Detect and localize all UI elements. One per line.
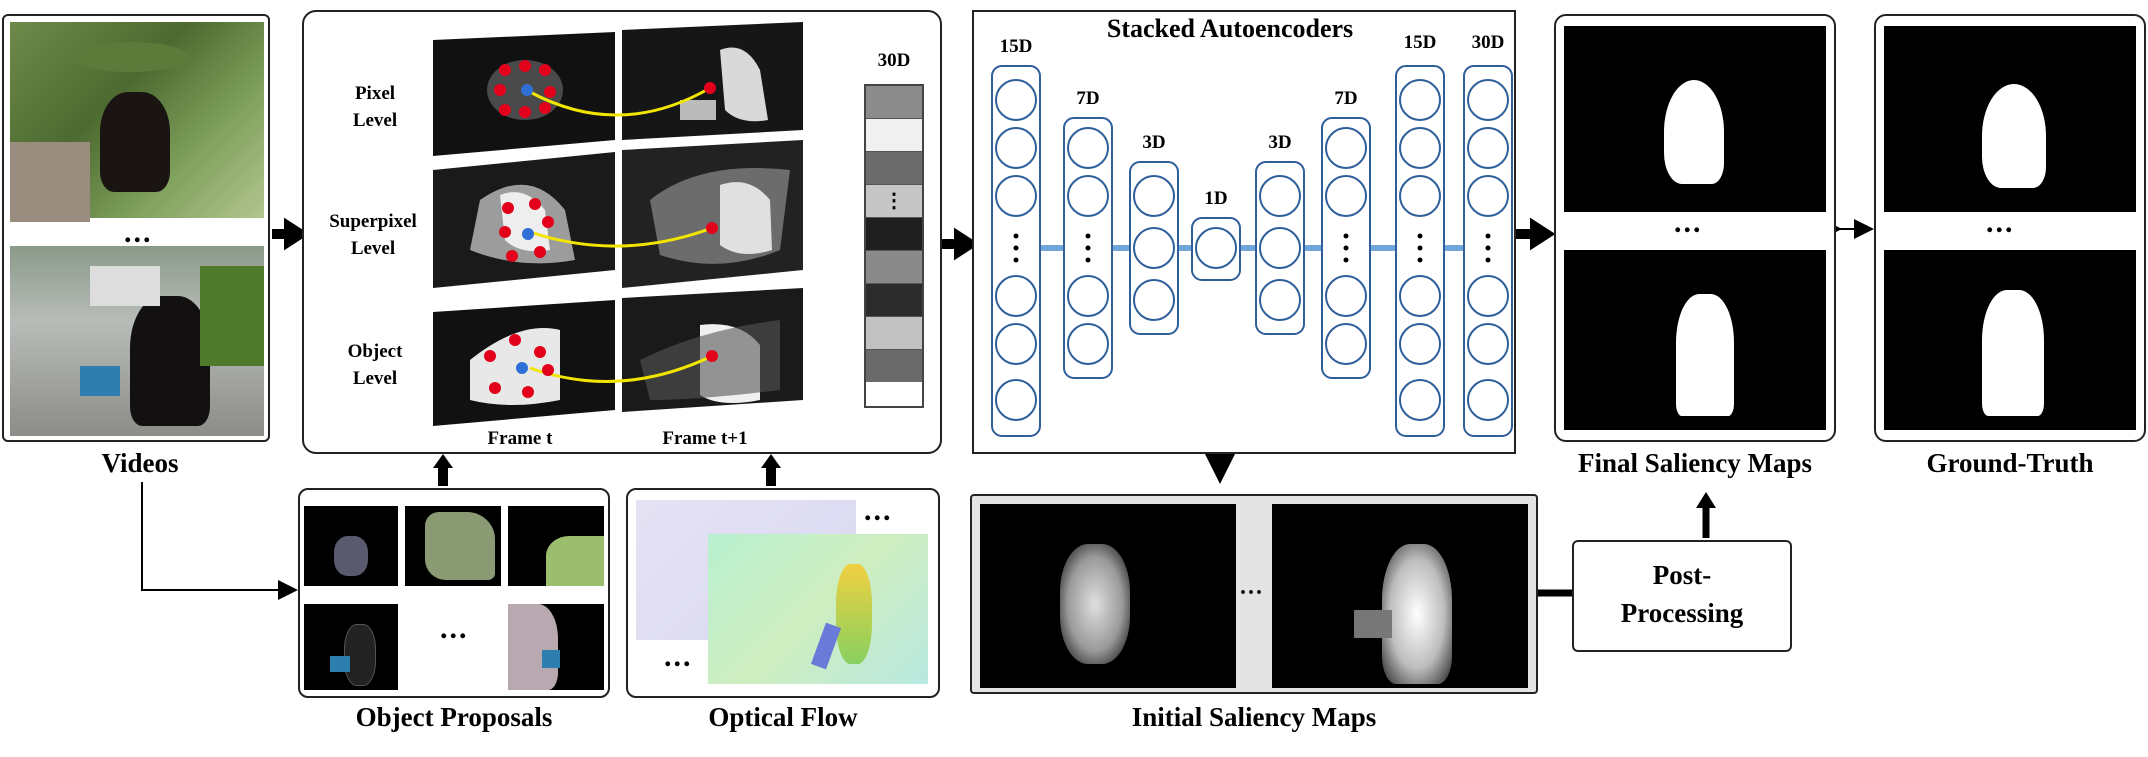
ae-layer-4: 3D — [1268, 132, 1292, 153]
ground-truth-map-1 — [1884, 26, 2136, 212]
ground-truth-map-2 — [1884, 250, 2136, 430]
video-frame-1 — [10, 22, 264, 222]
final-saliency-map-2 — [1564, 250, 1826, 430]
autoencoder-title: Stacked Autoencoders — [1106, 14, 1354, 43]
feature-vector-dim: 30D — [877, 50, 911, 71]
proposal-1 — [304, 506, 398, 586]
final-saliency-label: Final Saliency Maps — [1577, 448, 1813, 478]
ae-layer-2: 3D — [1142, 132, 1166, 153]
proposal-3 — [508, 506, 604, 586]
videos-panel: ... — [2, 14, 270, 442]
ae-layer-0: 15D — [999, 36, 1033, 57]
feature-vector-ellipsis: ⋮ — [866, 185, 922, 218]
ground-truth-label: Ground-Truth — [1926, 448, 2094, 478]
videos-ellipsis: ... — [124, 216, 153, 249]
flow-ellipsis-top: ... — [864, 494, 893, 527]
proposal-2 — [405, 506, 501, 586]
object-proposals-label: Object Proposals — [355, 702, 553, 732]
videos-label: Videos — [101, 448, 179, 478]
proposal-5 — [508, 604, 604, 690]
initial-saliency-label: Initial Saliency Maps — [1131, 702, 1377, 732]
initial-saliency-map-2 — [1272, 504, 1528, 688]
final-saliency-ellipsis: ... — [1674, 206, 1703, 239]
initial-saliency-ellipsis: ... — [1240, 574, 1264, 600]
ae-layer-5: 7D — [1334, 88, 1358, 109]
optical-flow-label: Optical Flow — [708, 702, 858, 732]
post-processing-box — [1572, 540, 1792, 652]
ae-layer-6: 15D — [1403, 32, 1437, 53]
flow-ellipsis-bottom: ... — [664, 640, 693, 673]
ground-truth-ellipsis: ... — [1986, 206, 2015, 239]
arrow-videos-to-proposals — [141, 482, 298, 600]
flow-frame-front — [708, 534, 928, 684]
proposals-ellipsis: ... — [440, 612, 469, 645]
final-saliency-map-1 — [1564, 26, 1826, 212]
frame-t-label: Frame t — [487, 428, 553, 449]
video-frame-2 — [10, 246, 264, 436]
proposal-4 — [304, 604, 398, 690]
ae-layer-7: 30D — [1471, 32, 1505, 53]
ae-layer-3: 1D — [1204, 188, 1228, 209]
frame-t1-label: Frame t+1 — [662, 428, 748, 449]
ae-layer-1: 7D — [1076, 88, 1100, 109]
feature-vector: ⋮ — [864, 84, 924, 408]
post-processing-label: Post-Processing — [1620, 560, 1744, 628]
initial-saliency-map-1 — [980, 504, 1236, 688]
arrow-autoencoder-to-final — [1516, 217, 1556, 251]
